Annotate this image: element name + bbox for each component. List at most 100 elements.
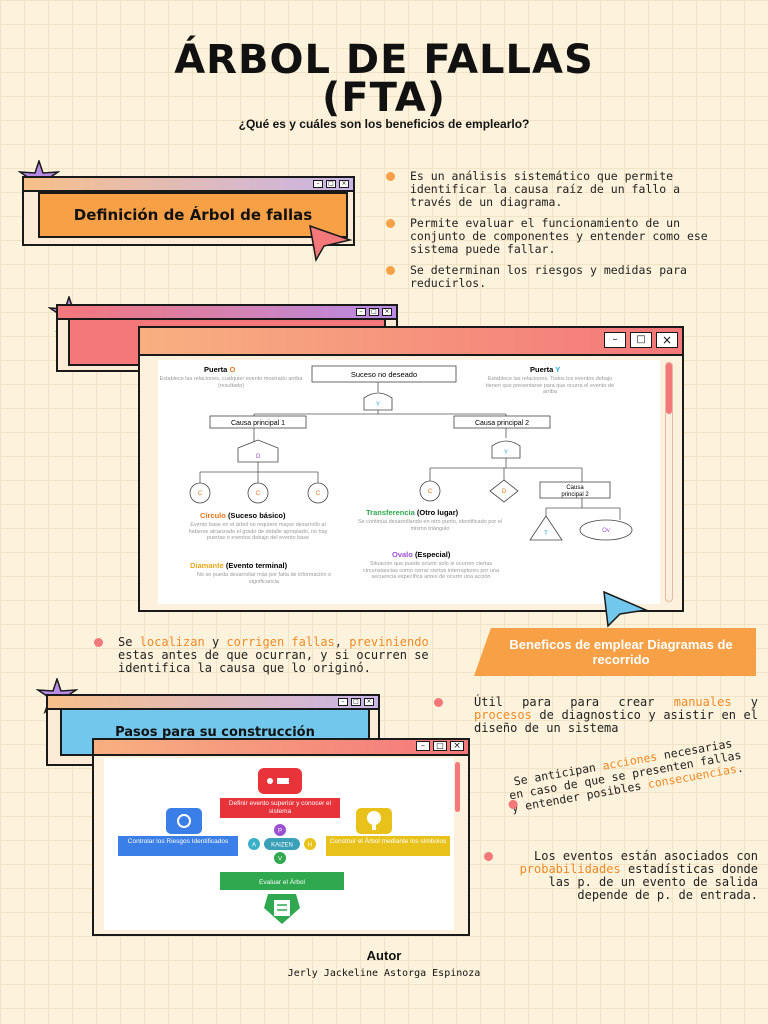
cause-1-box xyxy=(209,415,307,429)
svg-text:A: A xyxy=(252,843,256,849)
top-event-label: Suceso no deseado xyxy=(351,370,417,379)
page-subtitle: ¿Qué es y cuáles son los beneficios de e… xyxy=(238,117,530,131)
maximize-icon: □ xyxy=(630,332,652,348)
diamond-description: No se pueda desarrollar más por falta de… xyxy=(196,572,332,585)
minimize-icon: – xyxy=(416,741,430,751)
pdca-v-badge xyxy=(274,852,286,864)
svg-text:Y: Y xyxy=(504,450,508,456)
close-icon: × xyxy=(656,332,678,348)
scrollbar[interactable] xyxy=(666,362,672,414)
or-gate-description: Establece las relaciones, cualquier even… xyxy=(159,376,303,389)
list-item: Permite evaluar el funcionamiento de un … xyxy=(384,217,714,256)
benefits-list-3: Los eventos están asociados con probabil… xyxy=(482,850,758,910)
transfer-heading: Transferencia (Otro lugar) xyxy=(366,508,459,517)
maximize-icon: □ xyxy=(369,308,379,316)
pdca-a-badge xyxy=(248,838,260,850)
diamond-heading: Diamante (Evento terminal) xyxy=(190,561,288,570)
close-icon: × xyxy=(364,698,374,706)
svg-text:C: C xyxy=(198,491,203,497)
step-define-label: Definir evento superior y conocer el sis… xyxy=(228,800,332,815)
or-gate-heading: Puerta O xyxy=(204,365,235,374)
minimize-icon: – xyxy=(338,698,348,706)
list-item: Útil para para crear manuales y procesos… xyxy=(434,696,758,735)
list-item: Es un análisis sistemático que permite i… xyxy=(384,170,714,209)
svg-text:Causa principal 2: Causa principal 2 xyxy=(475,420,529,427)
transfer-triangle xyxy=(529,515,563,541)
scrollbar-track[interactable] xyxy=(665,362,673,602)
basic-event-circle xyxy=(307,482,329,504)
circle-description: Evento base en el árbol no requiere mayo… xyxy=(188,522,328,541)
scrollbar[interactable] xyxy=(455,762,460,812)
svg-text:P: P xyxy=(278,829,282,835)
basic-event-circle xyxy=(247,482,269,504)
page-title: ÁRBOL DE FALLAS xyxy=(174,37,594,83)
cause-2b-box xyxy=(539,481,611,499)
basic-event-circle xyxy=(419,480,441,502)
fault-tree-diagram: Suceso no deseado Y Causa principal 1 Ca… xyxy=(158,360,660,604)
definition-label: Definición de Árbol de fallas xyxy=(38,192,348,238)
step-control-box xyxy=(118,836,238,856)
benefits-list-1: Útil para para crear manuales y procesos… xyxy=(434,696,758,743)
svg-text:C: C xyxy=(256,491,261,497)
pdca-p-badge xyxy=(274,824,286,836)
close-icon: × xyxy=(339,180,349,188)
svg-text:Y: Y xyxy=(376,402,380,408)
close-icon: × xyxy=(382,308,392,316)
svg-text:C: C xyxy=(428,489,433,495)
list-item: Los eventos están asociados con probabil… xyxy=(482,850,758,902)
list-item: Se determinan los riesgos y medidas para… xyxy=(384,264,714,290)
and-gate-symbol xyxy=(491,440,521,459)
cursor-pointer-icon xyxy=(603,590,649,628)
step-build-label: Construir el Árbol mediante los símbolos xyxy=(329,838,447,845)
transfer-description: Se continúa desarrollando en otro punto,… xyxy=(358,519,502,532)
svg-text:H: H xyxy=(308,843,312,849)
and-gate-heading: Puerta Y xyxy=(530,365,560,374)
svg-text:T: T xyxy=(544,531,548,537)
svg-text:Causa principal 1: Causa principal 1 xyxy=(231,420,285,427)
pdca-h-badge xyxy=(304,838,316,850)
svg-text:Ov: Ov xyxy=(602,528,610,534)
and-gate-symbol xyxy=(363,392,393,411)
step-build-box xyxy=(326,836,450,856)
svg-text:D: D xyxy=(502,489,507,495)
gear-icon xyxy=(166,808,202,834)
basic-event-circle xyxy=(189,482,211,504)
terminal-event-diamond xyxy=(489,479,519,503)
maximize-icon: □ xyxy=(351,698,361,706)
step-evaluate-label: Evaluar el Árbol xyxy=(259,877,305,886)
minimize-icon: – xyxy=(356,308,366,316)
cause-2-box xyxy=(453,415,551,429)
cursor-pointer-icon xyxy=(309,224,353,262)
step-define-box xyxy=(220,798,340,818)
oval-description: Situación que puede ocurrir solo si ocur… xyxy=(362,561,500,580)
svg-text:principal 2: principal 2 xyxy=(561,492,589,498)
oval-heading: Ovalo (Especial) xyxy=(392,550,451,559)
and-gate-description: Establece las relaciones, Todos los even… xyxy=(485,376,615,395)
svg-text:C: C xyxy=(316,491,321,497)
list-item: Se anticipan acciones necesarias en caso… xyxy=(507,736,745,816)
author-name: Jerly Jackeline Astorga Espinoza xyxy=(287,968,481,979)
close-icon: × xyxy=(450,741,464,751)
top-event-box xyxy=(311,365,457,383)
minimize-icon: – xyxy=(604,332,626,348)
steps-diagram: Definir evento superior y conocer el sis… xyxy=(104,758,454,930)
circle-heading: Círculo (Suceso básico) xyxy=(200,511,286,520)
step-control-label: Controlar los Riesgos Identificados xyxy=(127,838,229,845)
benefits-intro: Se localizan y corrigen fallas, previnie… xyxy=(92,636,462,683)
author-label: Autor xyxy=(366,948,402,963)
maximize-icon: □ xyxy=(433,741,447,751)
minimize-icon: – xyxy=(313,180,323,188)
definition-bullets: Es un análisis sistemático que permite i… xyxy=(384,170,714,298)
list-item: Se localizan y corrigen fallas, previnie… xyxy=(92,636,462,675)
svg-text:KAIZEN: KAIZEN xyxy=(271,843,293,849)
svg-text:O: O xyxy=(256,454,261,460)
maximize-icon: □ xyxy=(326,180,336,188)
kaizen-badge xyxy=(264,838,300,850)
step-evaluate-box xyxy=(220,872,344,890)
svg-text:V: V xyxy=(278,857,282,863)
page-title-acronym: (FTA) xyxy=(321,75,447,121)
or-gate-symbol xyxy=(237,439,279,463)
special-event-oval xyxy=(579,519,633,541)
benefits-list-2: Se anticipan acciones necesarias en caso… xyxy=(506,736,747,823)
svg-text:Causa: Causa xyxy=(566,485,584,491)
